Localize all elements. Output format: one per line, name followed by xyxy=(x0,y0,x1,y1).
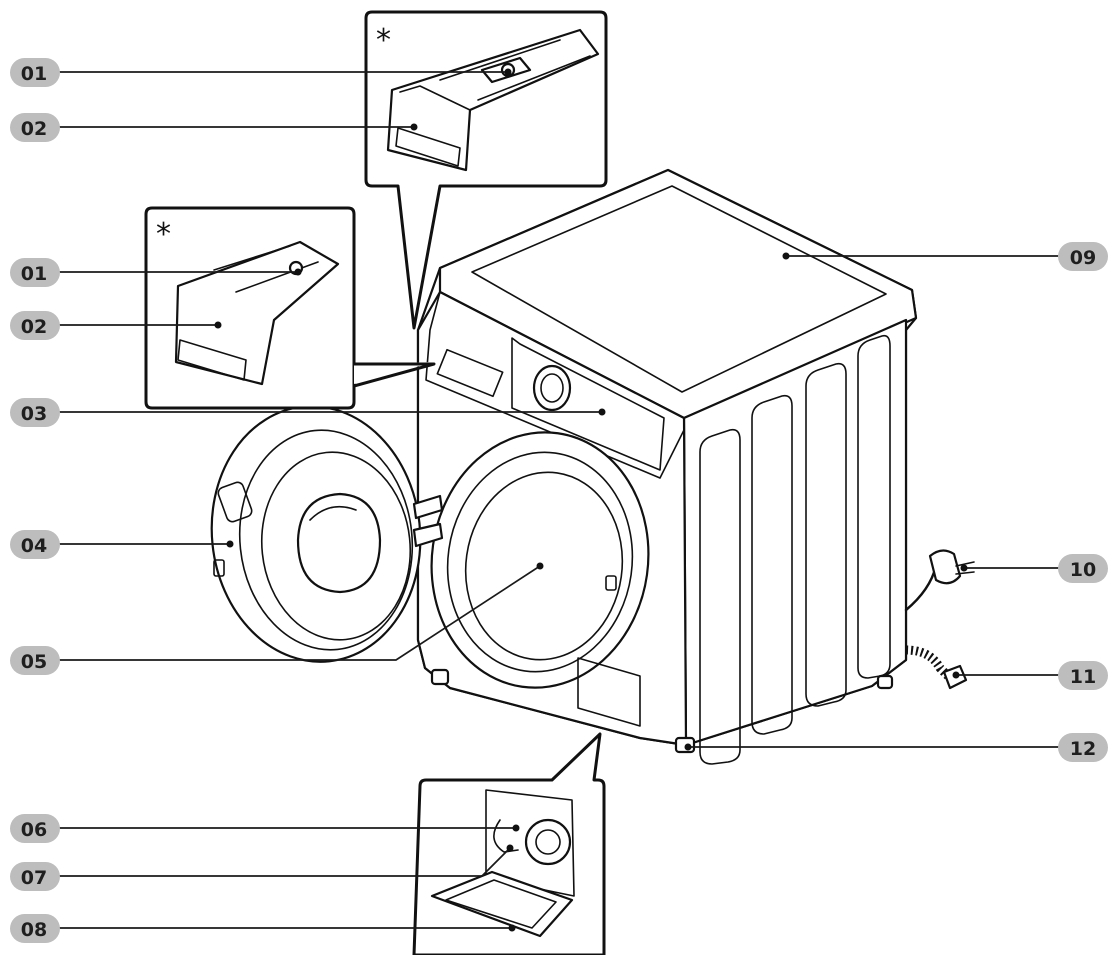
callout-02-mid: 02 xyxy=(10,311,60,340)
inset-drawer-top: * xyxy=(364,10,608,330)
inset-drawer-mid: * xyxy=(144,206,436,410)
power-cord xyxy=(904,549,975,612)
callout-03: 03 xyxy=(10,398,60,427)
foot-left xyxy=(430,668,450,686)
callout-01-mid: 01 xyxy=(10,258,60,287)
callout-label: 07 xyxy=(21,867,47,889)
callout-07: 07 xyxy=(10,862,60,891)
callout-label: 12 xyxy=(1070,738,1096,760)
callout-08: 08 xyxy=(10,914,60,943)
callout-label: 08 xyxy=(21,919,47,941)
asterisk-mark: * xyxy=(156,217,171,252)
door-opening xyxy=(430,431,650,689)
callout-label: 06 xyxy=(21,819,47,841)
drain-hose xyxy=(905,645,968,690)
control-panel xyxy=(425,291,685,479)
callout-06: 06 xyxy=(10,814,60,843)
callout-label: 01 xyxy=(21,63,47,85)
callout-02-top: 02 xyxy=(10,113,60,142)
inset-filter xyxy=(412,732,606,955)
open-door xyxy=(210,405,444,663)
callout-label: 11 xyxy=(1070,666,1096,688)
pump-filter-cap xyxy=(524,818,572,866)
callout-label: 09 xyxy=(1070,247,1096,269)
callout-09: 09 xyxy=(1058,242,1108,271)
callout-05: 05 xyxy=(10,646,60,675)
callout-label: 03 xyxy=(21,403,47,425)
foot-front xyxy=(674,736,696,754)
foot-right xyxy=(876,674,894,690)
callout-label: 04 xyxy=(21,535,47,557)
callout-04: 04 xyxy=(10,530,60,559)
callout-12: 12 xyxy=(1058,733,1108,762)
callout-01-top: 01 xyxy=(10,58,60,87)
callout-label: 02 xyxy=(21,316,47,338)
program-dial xyxy=(532,364,572,412)
leader-lines xyxy=(48,68,1066,932)
callout-label: 05 xyxy=(21,651,47,673)
filter-cover xyxy=(577,657,641,727)
machine-cabinet xyxy=(416,168,918,765)
callout-11: 11 xyxy=(1058,661,1108,690)
asterisk-mark: * xyxy=(376,23,391,58)
callout-label: 02 xyxy=(21,118,47,140)
callout-10: 10 xyxy=(1058,554,1108,583)
callout-label: 01 xyxy=(21,263,47,285)
callout-label: 10 xyxy=(1070,559,1096,581)
